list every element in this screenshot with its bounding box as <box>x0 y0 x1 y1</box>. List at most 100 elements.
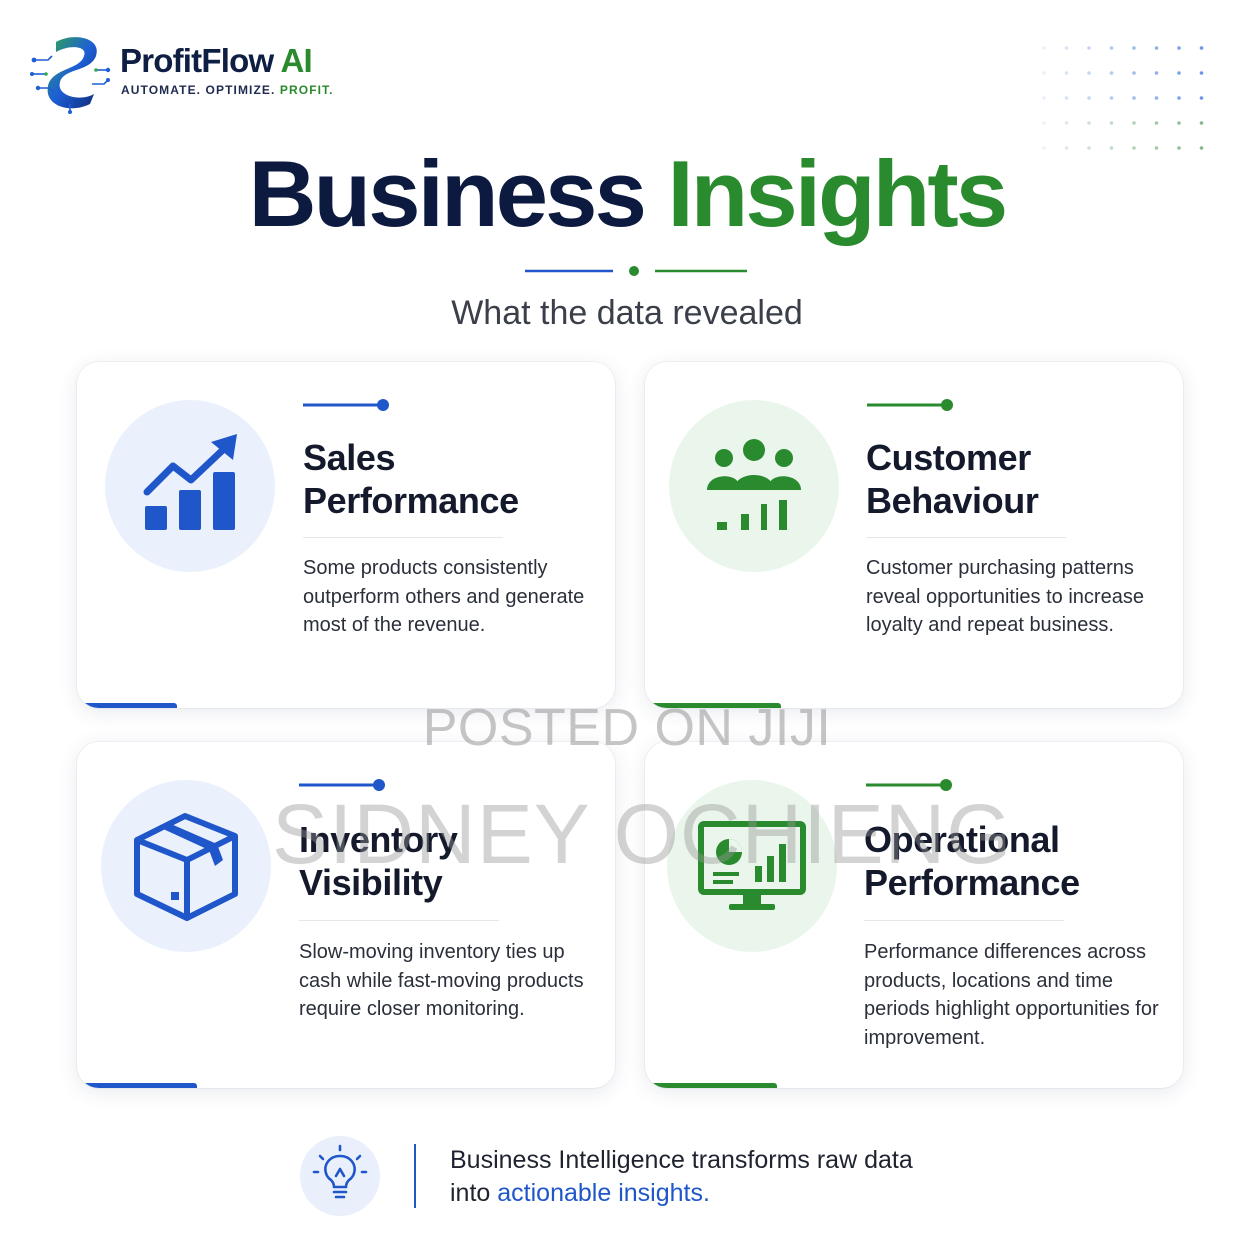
customers-icon <box>707 439 801 530</box>
icon-circle <box>101 780 271 952</box>
card-divider <box>864 920 1064 921</box>
decorative-dot <box>1154 46 1159 50</box>
card-accent-line <box>867 399 953 411</box>
icon-circle <box>105 400 275 572</box>
decorative-dot <box>1199 46 1204 50</box>
card-bottom-accent <box>645 703 781 708</box>
card-body: Slow-moving inventory ties up cash while… <box>299 941 584 1021</box>
card-title-line1: Sales <box>303 437 396 478</box>
card-title-line1: Customer <box>866 437 1031 478</box>
decorative-dot <box>1199 146 1204 150</box>
brand-logo: ProfitFlow AI AUTOMATE. OPTIMIZE. PROFIT… <box>30 30 350 114</box>
decorative-dot <box>1042 71 1046 75</box>
decorative-dot <box>1177 146 1181 150</box>
card-bottom-accent <box>77 1083 197 1088</box>
decorative-dot <box>1177 121 1181 125</box>
card-body: Performance differences across products,… <box>864 941 1159 1049</box>
decorative-dot <box>1154 146 1159 150</box>
decorative-dot <box>1154 121 1159 125</box>
decorative-dot <box>1042 121 1046 125</box>
lightbulb-badge <box>300 1136 380 1216</box>
card-title-line1: Operational <box>864 819 1060 860</box>
page-title-main: Business <box>248 141 647 246</box>
decorative-dot <box>1177 71 1181 75</box>
brand-tagline-main: AUTOMATE. OPTIMIZE. <box>121 83 276 97</box>
footer-statement: Business Intelligence transforms raw dat… <box>450 1144 913 1210</box>
page-title: Business Insights <box>0 138 1254 251</box>
lightbulb-icon <box>312 1144 368 1199</box>
decorative-dot <box>1087 96 1091 100</box>
box-icon <box>134 813 238 921</box>
card-title-line2: Visibility <box>299 862 443 903</box>
card-title-line2: Performance <box>303 480 519 521</box>
decorative-dot <box>1042 96 1046 100</box>
card-body: Customer purchasing patterns reveal oppo… <box>866 557 1144 637</box>
decorative-dot <box>1109 121 1114 125</box>
decorative-dot <box>1132 121 1136 125</box>
page-subtitle: What the data revealed <box>451 294 803 332</box>
decorative-dot <box>1199 96 1204 100</box>
decorative-dot <box>1132 146 1136 150</box>
card-accent-line <box>866 779 952 791</box>
decorative-dot <box>1132 46 1136 50</box>
decorative-dot <box>1109 146 1114 150</box>
brand-tagline-accent: PROFIT. <box>275 83 334 97</box>
page-title-accent: Insights <box>644 141 1008 246</box>
card-divider <box>866 537 1066 538</box>
decorative-dot-grid <box>1042 46 1204 150</box>
footer-line2-prefix: into <box>450 1179 498 1207</box>
card-divider <box>303 537 503 538</box>
title-divider <box>525 266 747 276</box>
watermark-posted-on: POSTED ON JIJI <box>422 699 832 757</box>
decorative-dot <box>1064 146 1069 150</box>
decorative-dot <box>1132 71 1136 75</box>
card-divider <box>299 920 499 921</box>
decorative-dot <box>1109 46 1114 50</box>
decorative-dot <box>1087 146 1091 150</box>
decorative-dot <box>1087 71 1091 75</box>
decorative-dot <box>1177 46 1181 50</box>
decorative-dot <box>1132 96 1136 100</box>
decorative-dot <box>1042 46 1046 50</box>
footer-highlight: actionable insights. <box>497 1179 710 1207</box>
decorative-dot <box>1087 46 1091 50</box>
card-accent-line <box>299 779 385 791</box>
card-title-line2: Performance <box>864 862 1080 903</box>
decorative-dot <box>1177 96 1181 100</box>
card-bottom-accent <box>77 703 177 708</box>
brand-name-main: ProfitFlow <box>120 42 274 79</box>
brand-tagline: AUTOMATE. OPTIMIZE. PROFIT. <box>121 83 334 97</box>
card-bottom-accent <box>645 1083 777 1088</box>
decorative-dot <box>1064 71 1069 75</box>
card-accent-line <box>303 399 389 411</box>
decorative-dot <box>1087 121 1091 125</box>
icon-circle <box>667 780 837 952</box>
decorative-dot <box>1199 121 1204 125</box>
decorative-dot <box>1154 71 1159 75</box>
icon-circle <box>669 400 839 572</box>
decorative-dot <box>1064 46 1069 50</box>
decorative-dot <box>1064 121 1069 125</box>
brand-name-accent: AI <box>273 42 312 79</box>
decorative-dot <box>1064 96 1069 100</box>
card-title-line1: Inventory <box>299 819 458 860</box>
decorative-dot <box>1042 146 1046 150</box>
logo-mark-icon <box>30 37 111 114</box>
decorative-dot <box>1199 71 1204 75</box>
brand-name: ProfitFlow AI <box>120 42 313 80</box>
decorative-dot <box>1109 71 1114 75</box>
decorative-dot <box>1109 96 1114 100</box>
watermark-author: SIDNEY OCHIENG <box>272 787 1013 881</box>
card-title-line2: Behaviour <box>866 480 1039 521</box>
chart-up-icon <box>143 434 237 530</box>
monitor-dashboard-icon <box>698 821 806 910</box>
decorative-dot <box>1154 96 1159 100</box>
